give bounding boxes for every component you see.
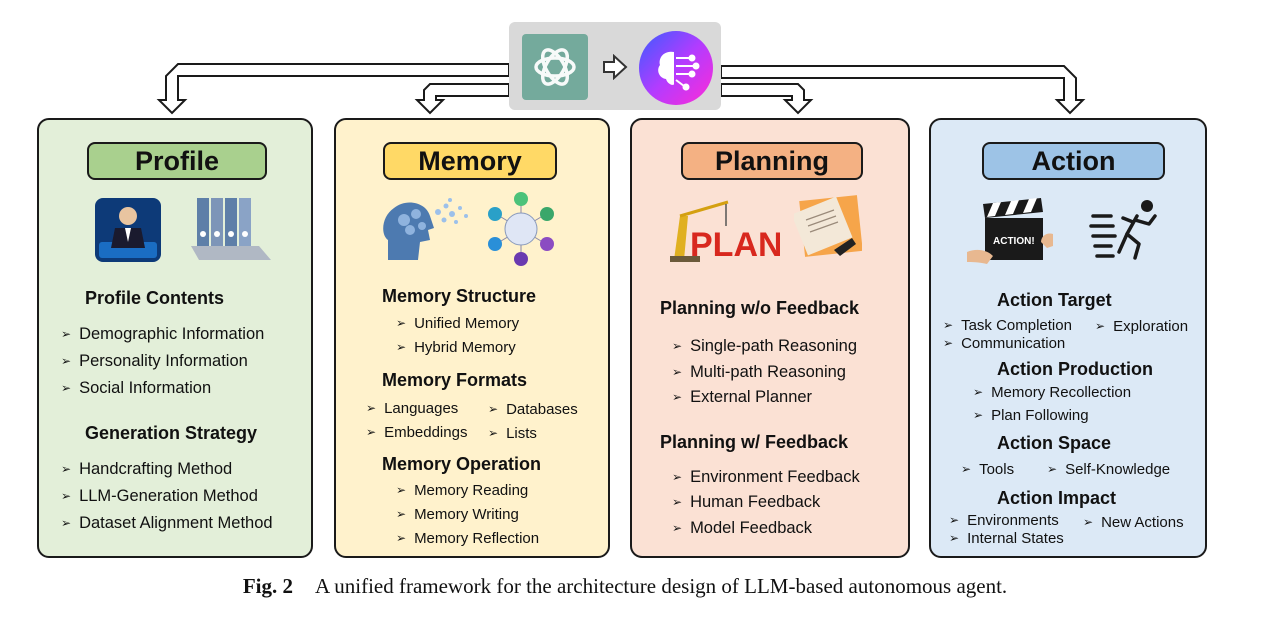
memory-structure-heading: Memory Structure (382, 286, 537, 306)
arrow-to-planning (720, 83, 814, 115)
business-person-icon (95, 198, 161, 262)
list-item: LLM-Generation Method (61, 487, 258, 506)
action-target-heading: Action Target (997, 290, 1112, 310)
list-item: Model Feedback (672, 519, 812, 538)
planning-title: Planning (681, 142, 863, 180)
list-item: Memory Recollection (973, 384, 1131, 401)
action-panel: Action ACTION! Action Target Task Comple… (929, 118, 1207, 558)
list-item: Memory Writing (396, 506, 519, 523)
caption-text: A unified framework for the architecture… (314, 574, 1008, 598)
clapper-text: ACTION! (993, 236, 1035, 247)
memory-operation-heading: Memory Operation (382, 454, 542, 474)
list-item: External Planner (672, 388, 812, 407)
action-production-heading: Action Production (997, 359, 1153, 379)
action-title: Action (982, 142, 1165, 180)
openai-logo-icon (522, 34, 588, 100)
ai-brain-icon (639, 31, 713, 105)
planning-panel: Planning PLAN Planning w/o Feedback Sing… (630, 118, 910, 558)
figure-label: Fig. 2 (242, 574, 293, 598)
list-item: Databases (488, 401, 578, 418)
list-item: Demographic Information (61, 325, 264, 344)
list-item: Tools (961, 461, 1014, 478)
arrow-to-memory (414, 83, 510, 115)
list-item: Internal States (949, 530, 1064, 547)
list-item: Environments (949, 512, 1059, 529)
profile-contents-heading: Profile Contents (85, 288, 225, 308)
running-person-icon (1089, 200, 1157, 260)
list-item: Social Information (61, 379, 211, 398)
list-item: Plan Following (973, 407, 1089, 424)
plan-crane-icon: PLAN (670, 200, 780, 264)
right-arrow-icon (603, 54, 628, 80)
list-item: Memory Reading (396, 482, 528, 499)
list-item: Communication (943, 335, 1065, 352)
memory-title: Memory (383, 142, 557, 180)
list-item: Memory Reflection (396, 530, 539, 547)
profile-title: Profile (87, 142, 267, 180)
list-item: Task Completion (943, 317, 1072, 334)
profile-panel: Profile Profile Contents Demographic Inf… (37, 118, 313, 558)
memory-panel: Memory Memory Structure Unified Memory H… (334, 118, 610, 558)
list-item: Personality Information (61, 352, 248, 371)
writing-notes-icon (794, 195, 862, 257)
list-item: Languages (366, 400, 458, 417)
types-of-memory-diagram-icon (488, 192, 554, 266)
list-item: Exploration (1095, 318, 1188, 335)
list-item: Single-path Reasoning (672, 337, 857, 356)
list-item: Multi-path Reasoning (672, 363, 846, 382)
file-binders-icon (191, 198, 271, 260)
list-item: New Actions (1083, 514, 1184, 531)
llm-hub (509, 22, 721, 110)
brain-head-icon (383, 198, 468, 260)
generation-strategy-heading: Generation Strategy (85, 423, 258, 443)
arrow-to-profile (156, 63, 510, 115)
list-item: Lists (488, 425, 537, 442)
figure-caption: Fig. 2 A unified framework for the archit… (0, 574, 1250, 599)
planning-without-feedback-heading: Planning w/o Feedback (660, 298, 860, 318)
list-item: Environment Feedback (672, 468, 860, 487)
action-impact-heading: Action Impact (997, 488, 1117, 508)
svg-text:PLAN: PLAN (690, 226, 780, 264)
planning-with-feedback-heading: Planning w/ Feedback (660, 432, 849, 452)
connector-arrows (156, 63, 1086, 115)
arrow-to-action (720, 65, 1086, 115)
list-item: Embeddings (366, 424, 467, 441)
list-item: Unified Memory (396, 315, 519, 332)
clapperboard-icon: ACTION! (967, 198, 1053, 264)
list-item: Dataset Alignment Method (61, 514, 273, 533)
list-item: Human Feedback (672, 493, 820, 512)
list-item: Hybrid Memory (396, 339, 516, 356)
list-item: Self-Knowledge (1047, 461, 1170, 478)
memory-formats-heading: Memory Formats (382, 370, 528, 390)
action-space-heading: Action Space (997, 433, 1112, 453)
list-item: Handcrafting Method (61, 460, 232, 479)
